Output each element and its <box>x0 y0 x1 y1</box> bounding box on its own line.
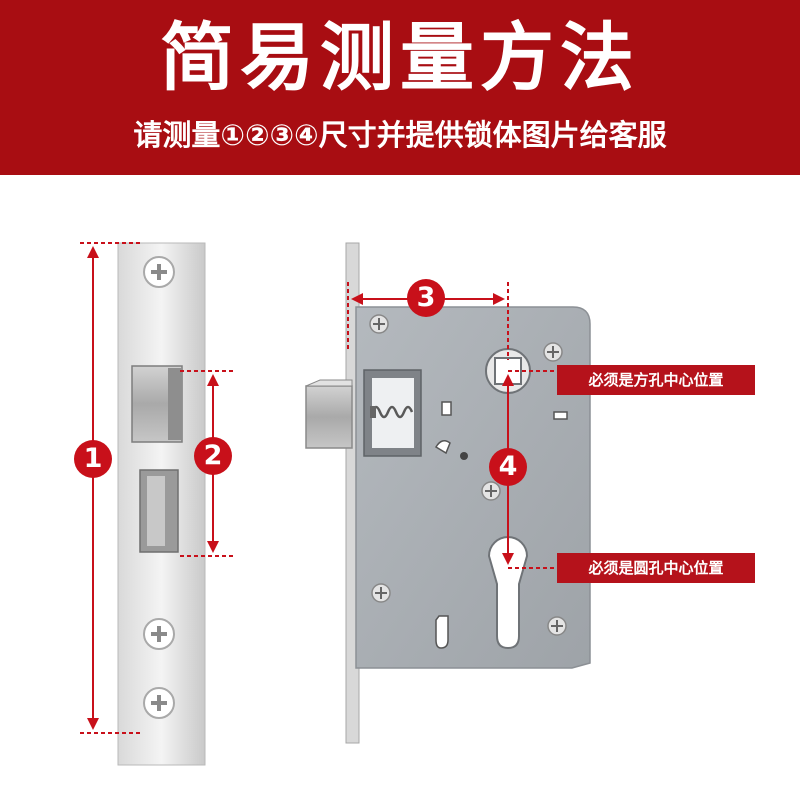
faceplate <box>117 242 206 766</box>
marker-2: 2 <box>194 437 232 475</box>
lock-body <box>305 242 591 744</box>
case-screw <box>371 583 391 603</box>
header-banner: 简易测量方法 请测量①②③④尺寸并提供锁体图片给客服 <box>0 0 800 175</box>
faceplate-screw-bottom <box>143 687 175 719</box>
lock-measurement-illustration <box>0 175 800 800</box>
faceplate-screw-lower <box>143 618 175 650</box>
dimension-line-1 <box>80 242 142 734</box>
page-title: 简易测量方法 <box>160 15 640 101</box>
case-screw <box>481 481 501 501</box>
marker-4: 4 <box>489 448 527 486</box>
round-hole-callout: 必须是圆孔中心位置 <box>557 553 755 583</box>
marker-3: 3 <box>407 279 445 317</box>
marker-1: 1 <box>74 440 112 478</box>
case-screw <box>543 342 563 362</box>
faceplate-screw-top <box>143 256 175 288</box>
case-screw <box>369 314 389 334</box>
case-screw <box>547 616 567 636</box>
page-subtitle: 请测量①②③④尺寸并提供锁体图片给客服 <box>133 118 667 152</box>
square-hole-callout: 必须是方孔中心位置 <box>557 365 755 395</box>
